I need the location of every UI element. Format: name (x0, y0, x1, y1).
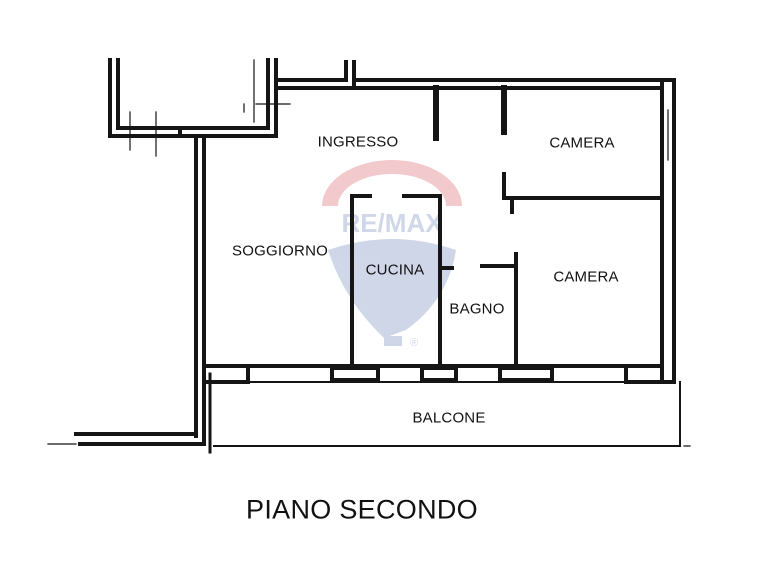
room-label-camera-top: CAMERA (549, 134, 615, 152)
window-cucina (330, 366, 380, 382)
wall-top (352, 78, 664, 90)
wall-bagno-right (480, 252, 518, 368)
remax-logo-text: RE/MAX (341, 208, 443, 238)
wall-camera-split (502, 172, 664, 214)
room-label-balcone: BALCONE (412, 409, 486, 427)
wall-left (194, 134, 206, 438)
wall-bottom-right (624, 364, 676, 384)
wall-stair-step (274, 60, 356, 90)
wall-cucina-right (402, 194, 442, 368)
wall-left-upper (178, 58, 278, 138)
door-marks (47, 59, 691, 447)
room-label-bagno: BAGNO (449, 300, 505, 318)
floor-title: PIANO SECONDO (246, 494, 478, 525)
window-bagno (420, 366, 458, 382)
walls (47, 58, 691, 454)
room-label-camera-bottom: CAMERA (553, 268, 619, 286)
wall-cucina-left (350, 194, 372, 368)
balloon-blue-body (328, 239, 456, 338)
room-label-soggiorno: SOGGIORNO (232, 242, 328, 260)
room-label-cucina: CUCINA (365, 261, 425, 279)
balloon-basket (384, 336, 402, 346)
room-label-ingresso: INGRESSO (317, 133, 399, 151)
balcony-rail (209, 381, 681, 447)
window-camera (498, 366, 554, 382)
registered-mark: ® (410, 337, 418, 349)
wall-left-bottom (74, 380, 206, 446)
remax-watermark: RE/MAX ® (322, 160, 462, 349)
balloon-red-top (322, 160, 462, 206)
wall-left-tower (108, 58, 182, 138)
